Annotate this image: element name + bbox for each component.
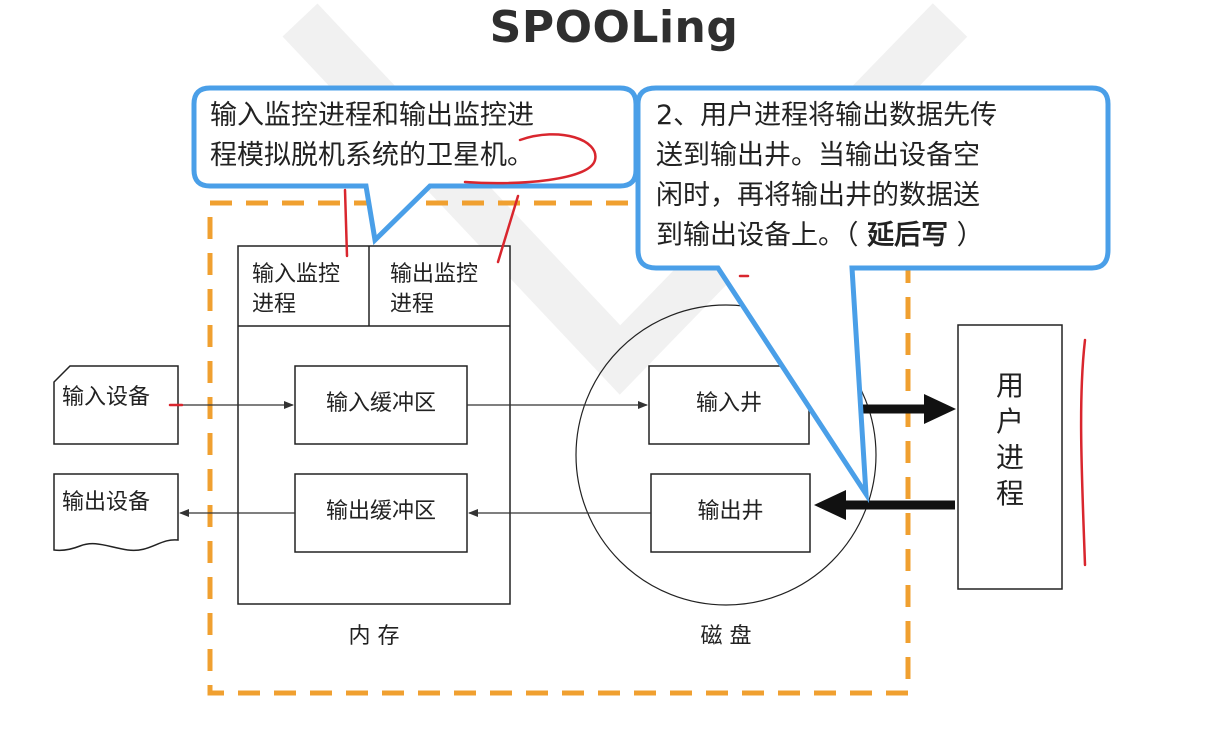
page-title: SPOOLing — [489, 2, 739, 53]
user-process-char: 用 — [995, 369, 1024, 402]
output-well-label: 输出井 — [697, 499, 764, 524]
output-buffer-box — [294, 473, 468, 553]
callout-right-line3: 闲时，再将输出井的数据送 — [656, 180, 980, 211]
callout-right-line4-prefix: 到输出设备上。（ — [656, 220, 868, 251]
callout-left-bubble — [191, 85, 639, 246]
user-process-char: 程 — [995, 477, 1024, 510]
input-buffer-label: 输入缓冲区 — [325, 391, 436, 416]
input-device-label: 输入设备 — [62, 385, 151, 410]
callout-right-bubble — [635, 85, 1111, 504]
callout-left-line2: 程模拟脱机系统的卫星机。 — [210, 140, 534, 171]
arrow-user-to-output-well — [814, 490, 955, 520]
input-monitor-label-line2: 进程 — [252, 292, 297, 317]
input-well-label: 输入井 — [695, 391, 762, 416]
output-well-box — [650, 473, 811, 553]
callout-right-line4: 到输出设备上。（ 延后写 ） — [656, 218, 984, 254]
input-monitor-label-line1: 输入监控 — [252, 262, 341, 287]
callout-left-line1: 输入监控进程和输出监控进 — [210, 100, 534, 131]
input-device-shape — [53, 365, 179, 445]
user-process-box — [957, 324, 1063, 590]
disk-label: 磁 盘 — [700, 624, 752, 649]
callout-right-line1: 2、用户进程将输出数据先传 — [656, 100, 998, 131]
output-device-shape — [53, 473, 179, 552]
disk-circle — [575, 304, 877, 606]
spooling-region-border — [207, 200, 911, 696]
arrow-input-well-to-user — [852, 394, 956, 424]
input-well-box — [648, 365, 810, 445]
callout-right-line4-suffix: ） — [948, 220, 984, 251]
red-annotations — [168, 133, 1087, 567]
output-buffer-label: 输出缓冲区 — [325, 499, 436, 524]
memory-label: 内 存 — [348, 624, 400, 649]
callout-right-line2: 送到输出井。当输出设备空 — [656, 140, 980, 171]
user-process-char: 进 — [995, 441, 1024, 474]
user-process-label: 用 户 进 程 — [958, 368, 1062, 512]
output-monitor-label-line1: 输出监控 — [390, 262, 479, 287]
output-device-label: 输出设备 — [62, 490, 151, 515]
input-buffer-box — [294, 365, 468, 445]
output-monitor-label-line2: 进程 — [390, 292, 435, 317]
callout-right-delayed-write: 延后写 — [867, 220, 949, 251]
user-process-char: 户 — [995, 405, 1024, 438]
